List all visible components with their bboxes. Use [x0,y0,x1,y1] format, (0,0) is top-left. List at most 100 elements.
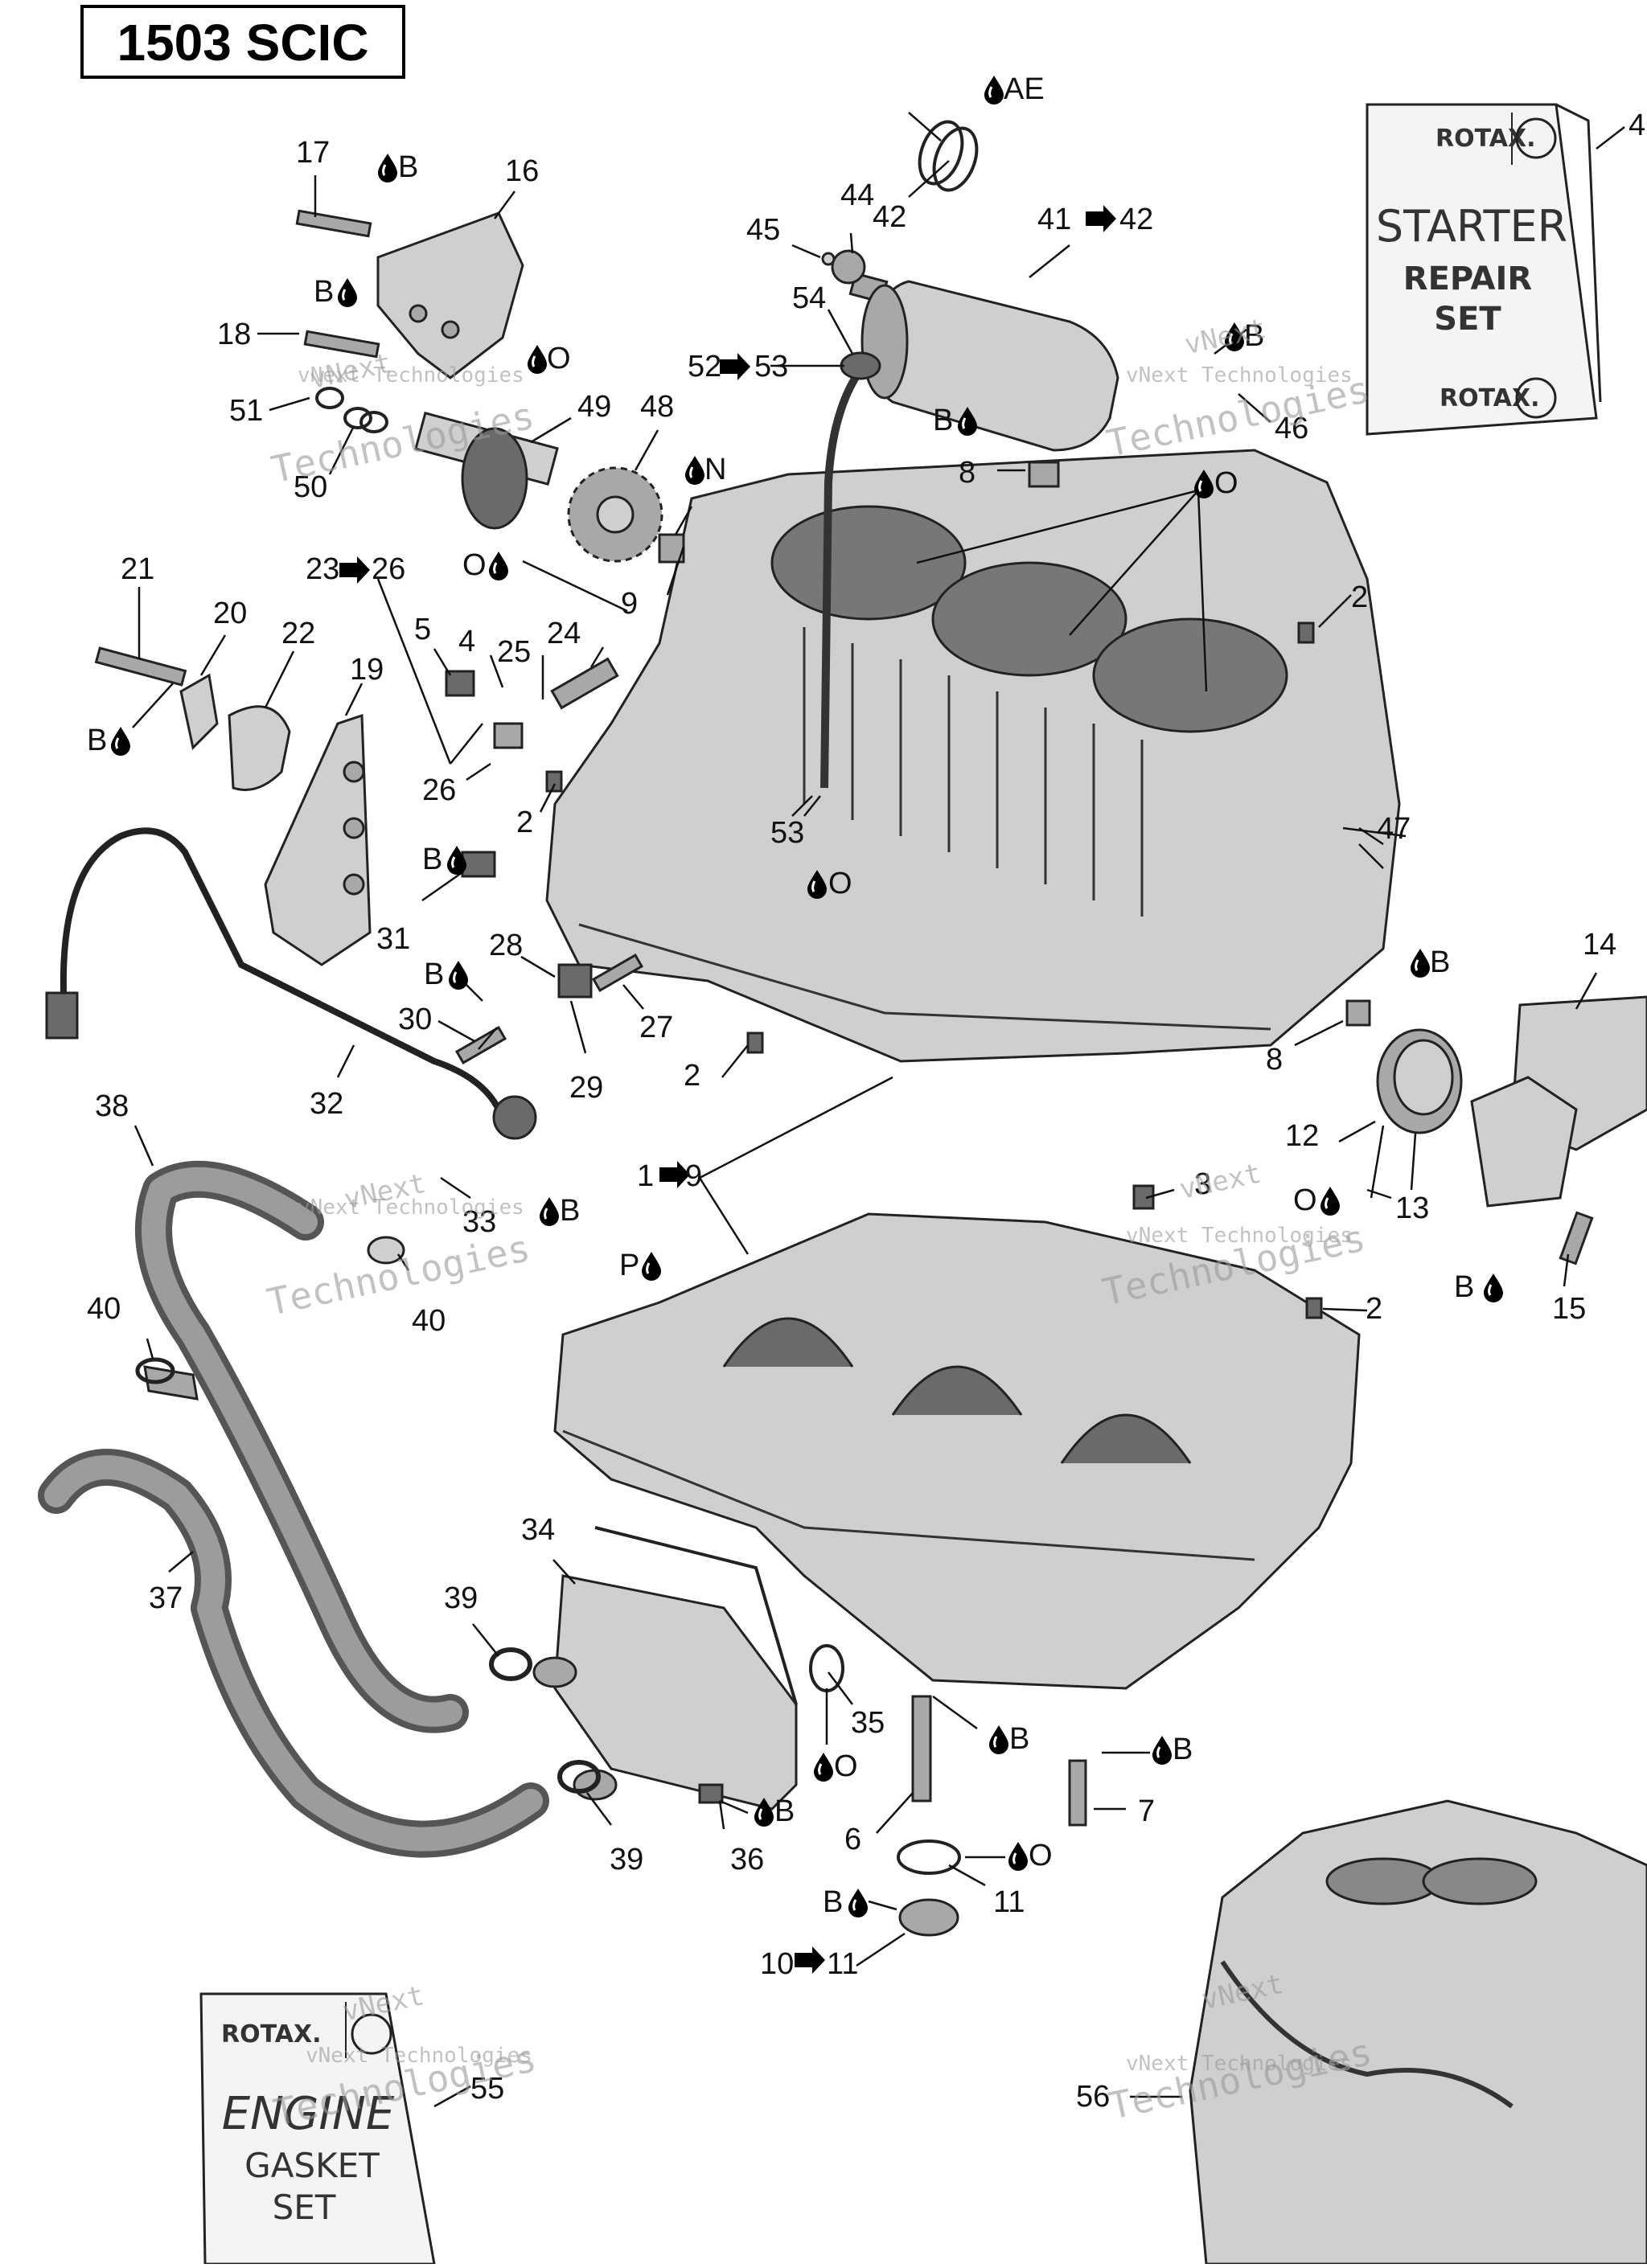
part-label: 53 [770,816,804,850]
part-label: 13 [1395,1191,1429,1225]
lube-code: AE [1004,72,1045,106]
lube-code: P [619,1249,639,1282]
lube-code: B [933,404,953,437]
part-label: 49 [577,390,611,424]
watermark-text: vNext Technologies [298,1196,524,1220]
small-fasteners [94,209,1594,1937]
lubricant-codes: B B O N AE B B O O B B B O B O B B P O B… [87,72,1474,1919]
brp-logo-icon [1515,117,1557,159]
part-label: 15 [1552,1292,1586,1326]
part-label: 10 [760,1947,794,1981]
part-label: 27 [639,1011,673,1044]
part-label: 30 [398,1003,432,1036]
part-label: 40 [87,1292,121,1326]
lube-code: B [87,724,107,757]
complete-engine-56 [1189,1799,1647,2266]
title-text: 1503 SCIC [117,14,368,72]
part-label: 19 [350,653,384,687]
part-label: 44 [840,178,874,212]
part-label: 18 [217,318,251,351]
part-label: 48 [640,390,674,424]
part-label: 36 [730,1843,764,1876]
watermark-text: vNext Technologies [1126,2052,1353,2076]
part-label: 11 [993,1885,1025,1919]
part-label: 14 [1583,928,1616,962]
part-label: 8 [1266,1043,1283,1077]
lube-code: B [424,958,444,991]
lube-code: B [774,1794,795,1828]
part-label: 51 [229,394,263,428]
starter-small-parts [821,120,979,285]
watermark-text: vNext Technologies [1126,1224,1353,1248]
part-label: 46 [1275,412,1308,445]
part-label: 56 [1076,2080,1110,2114]
lube-code: B [560,1194,580,1228]
oil-cooler [553,1526,798,1811]
part-label: 50 [294,470,327,504]
part-label: 47 [1377,812,1411,846]
part-label: 45 [746,213,780,247]
part-label: 2 [516,806,533,839]
part-label: 21 [121,552,154,586]
part-label: 33 [462,1205,496,1239]
part-label: 34 [521,1513,555,1547]
part-label: 7 [1138,1794,1155,1828]
lube-code: O [1293,1183,1317,1217]
lube-code: B [314,275,334,309]
part-label: 28 [489,929,523,962]
lube-code: B [1009,1722,1029,1756]
upper-crankcase-block [545,449,1401,1063]
part-label: 2 [1351,580,1368,614]
part-label: 9 [621,587,638,621]
engine-mount-bracket-16 [376,211,524,379]
label-55: 55 [470,2072,504,2106]
gasket-kit-brand: ROTAX. [221,2020,321,2049]
watermark-text: vNext [1181,313,1268,361]
lube-code: B [398,150,418,184]
part-label: 12 [1285,1119,1319,1153]
part-label: 40 [412,1304,446,1338]
part-label: 8 [959,456,975,490]
hoses [38,1160,618,1858]
gasket-kit-line3: SET [273,2188,336,2227]
part-label: 16 [505,154,539,188]
dipstick [820,351,881,789]
part-label: 5 [414,613,431,646]
part-label: 32 [310,1087,343,1121]
part-label: 9 [685,1159,702,1193]
part-label: 39 [444,1581,478,1615]
starter-kit-line2: REPAIR [1403,260,1532,297]
lube-code: B [823,1885,843,1919]
label-4: 4 [1629,109,1645,142]
lube-code: B [1173,1733,1193,1766]
watermark-text: vNext Technologies [306,2044,532,2068]
engine-gasket-set-kit: ROTAX. ENGINE GASKET SET 55 [199,1992,504,2266]
gasket-kit-line1: ENGINE [222,2088,395,2140]
part-label: 29 [569,1071,603,1105]
range-arrow-icons [339,205,1116,1974]
part-label: 42 [873,200,906,234]
part-label: 39 [610,1843,643,1876]
lube-code: B [1244,319,1264,353]
part-label: 37 [149,1581,183,1615]
engine-mount-bracket-14 [1470,995,1647,1208]
starter-kit-brand-bottom: ROTAX. [1440,384,1539,412]
lube-code: B [1430,945,1450,979]
gear-48 [567,466,663,563]
part-number-labels: 17 16 18 51 50 49 48 44 45 42 41 42 54 5… [87,136,1616,2114]
part-label: 23 [306,552,339,586]
part-label: 41 [1037,203,1071,236]
part-label: 4 [458,625,475,658]
part-label: 24 [547,617,581,650]
part-label: 38 [95,1089,129,1123]
part-label: 25 [497,635,531,669]
lower-crankcase [553,1212,1361,1690]
part-label: 31 [376,922,410,956]
part-label: 26 [422,773,456,807]
starter-motor [848,272,1119,452]
engine-mount-bracket-19 [264,713,372,966]
part-label: 42 [1119,203,1153,236]
part-label: 17 [296,136,330,170]
bracket-20-22 [179,673,291,791]
starter-kit-line3: SET [1434,301,1501,338]
